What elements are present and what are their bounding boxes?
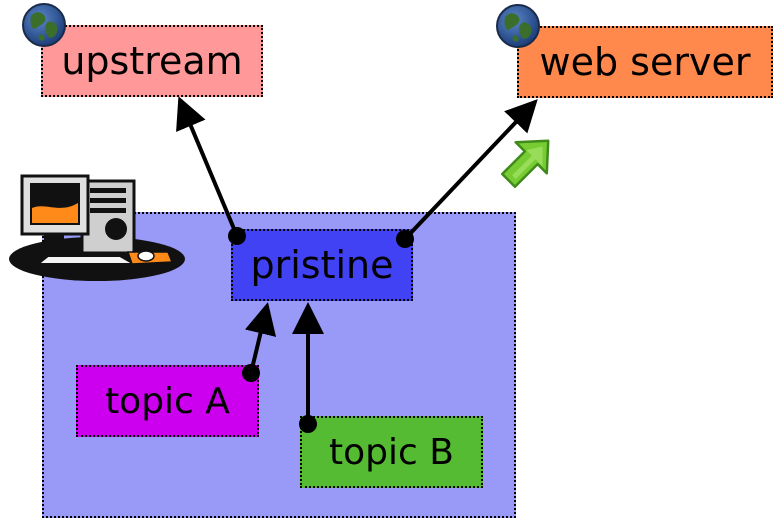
arrow-topic-a-to-pristine [242, 302, 277, 382]
desktop-computer-icon [9, 174, 185, 281]
globe-icon [22, 3, 66, 47]
globe-icon [496, 4, 540, 48]
upstream-label: upstream [61, 39, 243, 83]
upstream-node: upstream [41, 25, 263, 97]
arrow-pristine-to-web-server [396, 99, 538, 248]
pristine-label: pristine [250, 243, 394, 287]
pristine-node: pristine [231, 229, 413, 301]
topic-b-label: topic B [329, 431, 454, 473]
green-up-arrow-icon [501, 139, 550, 188]
topic-b-node: topic B [300, 416, 483, 488]
arrow-pristine-to-upstream [176, 96, 246, 245]
web-server-node: web server [517, 26, 773, 98]
topic-a-label: topic A [105, 380, 230, 422]
arrow-topic-b-to-pristine [292, 302, 324, 433]
topic-a-node: topic A [76, 365, 259, 437]
web-server-label: web server [539, 40, 751, 84]
